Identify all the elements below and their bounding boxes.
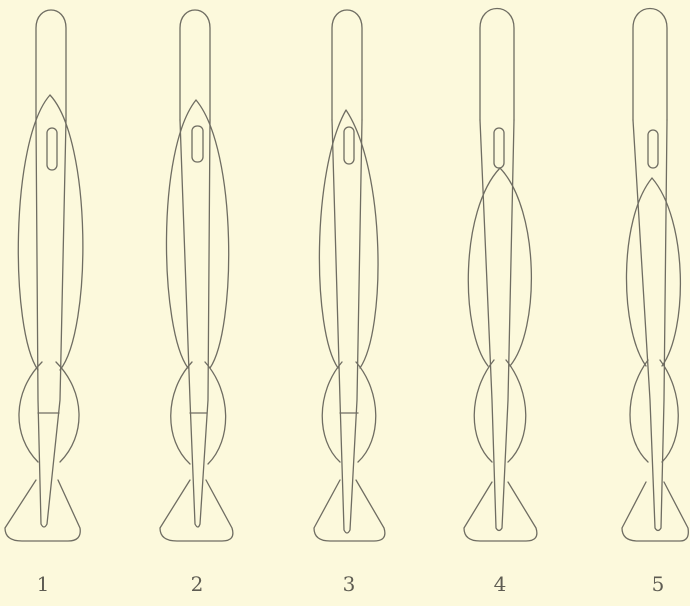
- figure-label-3: 3: [343, 572, 356, 596]
- figure-4: [464, 9, 537, 542]
- basal-fin: [464, 482, 537, 541]
- figure-2: [160, 10, 233, 541]
- shaft: [36, 120, 66, 527]
- basal-fin: [5, 480, 80, 541]
- figure-1: [5, 10, 83, 541]
- upper-membrane: [468, 168, 531, 366]
- upper-rod: [480, 9, 514, 121]
- upper-membrane: [626, 178, 680, 366]
- upper-membrane: [166, 100, 228, 368]
- lower-membrane: [19, 362, 79, 462]
- slot-aperture: [648, 130, 658, 168]
- upper-membrane: [18, 95, 83, 370]
- basal-fin: [622, 482, 688, 541]
- figure-3: [314, 10, 385, 541]
- upper-rod: [332, 10, 362, 120]
- upper-membrane: [319, 110, 378, 368]
- lower-membrane: [474, 360, 526, 462]
- lower-membrane: [630, 360, 678, 462]
- upper-rod: [180, 10, 210, 120]
- figure-label-5: 5: [652, 572, 665, 596]
- slot-aperture: [47, 128, 57, 170]
- figure-5: [622, 9, 688, 542]
- lower-membrane: [322, 362, 376, 462]
- basal-fin: [160, 480, 233, 541]
- figure-label-2: 2: [191, 572, 204, 596]
- upper-rod: [36, 10, 66, 120]
- slot-aperture: [192, 126, 203, 162]
- upper-rod: [633, 9, 667, 121]
- shaft: [332, 120, 362, 533]
- shaft: [480, 120, 514, 531]
- slot-aperture: [344, 127, 354, 164]
- slot-aperture: [494, 128, 504, 168]
- figure-label-1: 1: [37, 572, 50, 596]
- figure-label-4: 4: [494, 572, 507, 596]
- shaft: [180, 120, 210, 527]
